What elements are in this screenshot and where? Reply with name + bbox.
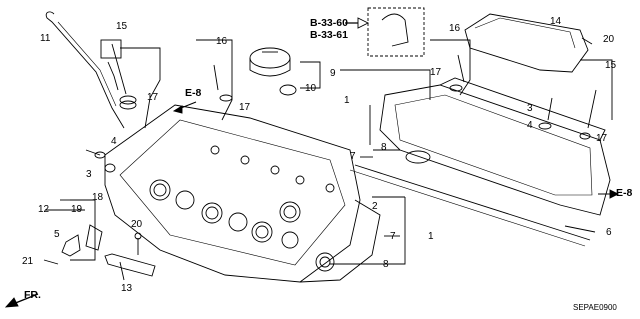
callout-14[interactable]: 14 bbox=[550, 16, 562, 27]
callout-17a[interactable]: 17 bbox=[147, 92, 159, 103]
dipstick bbox=[45, 11, 125, 129]
callout-17d[interactable]: 17 bbox=[596, 133, 608, 144]
callout-4b[interactable]: 4 bbox=[527, 120, 533, 131]
callout-17b[interactable]: 17 bbox=[239, 102, 251, 113]
callout-21[interactable]: 21 bbox=[22, 256, 34, 267]
callout-8a[interactable]: 8 bbox=[381, 142, 387, 153]
callout-2[interactable]: 2 bbox=[372, 201, 378, 212]
ref-b3360[interactable]: B-33-60 bbox=[310, 17, 348, 29]
head-cover-left bbox=[104, 104, 361, 283]
callout-18[interactable]: 18 bbox=[92, 192, 104, 203]
callout-5[interactable]: 5 bbox=[54, 229, 60, 240]
ref-b3361[interactable]: B-33-61 bbox=[310, 29, 348, 41]
callout-19[interactable]: 19 bbox=[71, 204, 83, 215]
callout-12[interactable]: 12 bbox=[38, 204, 50, 215]
bracket bbox=[104, 253, 156, 277]
callout-11[interactable]: 11 bbox=[40, 33, 51, 44]
oil-filler-cap bbox=[249, 47, 291, 69]
callout-10[interactable]: 10 bbox=[305, 83, 317, 94]
callout-3b[interactable]: 3 bbox=[527, 103, 533, 114]
callout-4a[interactable]: 4 bbox=[111, 136, 117, 147]
diagram-code: SEPAE0900 bbox=[573, 303, 617, 312]
callout-16a[interactable]: 16 bbox=[216, 36, 228, 47]
head-cover-right bbox=[379, 84, 611, 216]
front-direction-label: FR. bbox=[24, 289, 41, 301]
callout-20b[interactable]: 20 bbox=[603, 34, 615, 45]
callout-20a[interactable]: 20 bbox=[131, 219, 143, 230]
callout-6[interactable]: 6 bbox=[606, 227, 612, 238]
callout-7a[interactable]: 7 bbox=[350, 151, 356, 162]
callout-1b[interactable]: 1 bbox=[428, 231, 434, 242]
callout-3a[interactable]: 3 bbox=[86, 169, 92, 180]
callout-9[interactable]: 9 bbox=[330, 68, 336, 79]
ref-e8-right[interactable]: E-8 bbox=[616, 187, 633, 199]
callout-13[interactable]: 13 bbox=[121, 283, 133, 294]
callout-15b[interactable]: 15 bbox=[605, 60, 617, 71]
ref-e8-left[interactable]: E-8 bbox=[185, 87, 202, 99]
callout-16b[interactable]: 16 bbox=[449, 23, 461, 34]
callout-8b[interactable]: 8 bbox=[383, 259, 389, 270]
callout-17c[interactable]: 17 bbox=[430, 67, 442, 78]
callout-1[interactable]: 1 bbox=[344, 95, 350, 106]
callout-7b[interactable]: 7 bbox=[390, 231, 396, 242]
callout-15a[interactable]: 15 bbox=[116, 21, 128, 32]
engine-cover bbox=[464, 13, 589, 73]
